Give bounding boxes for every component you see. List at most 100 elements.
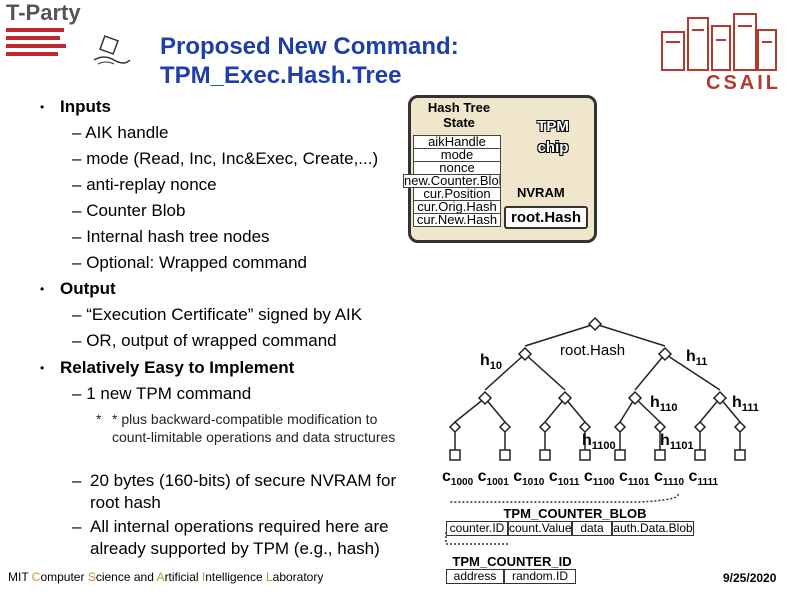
tparty-logo: T-Party xyxy=(4,0,131,70)
tree-node xyxy=(733,420,747,434)
input-item-text: Counter Blob xyxy=(86,201,186,220)
field-cur-position: cur.Position xyxy=(413,187,501,201)
field-aik-handle: aikHandle xyxy=(413,135,501,149)
leaf-square xyxy=(449,449,461,461)
field-cur-new-hash: cur.New.Hash xyxy=(413,213,501,227)
leaf-square xyxy=(499,449,511,461)
nvram-label: NVRAM xyxy=(517,185,565,200)
leaf-square xyxy=(734,449,746,461)
input-item-text: AIK handle xyxy=(85,123,169,142)
output-item-text: “Execution Certificate” signed by AIK xyxy=(86,305,363,324)
tree-node xyxy=(538,420,552,434)
easy-label: Relatively Easy to Implement xyxy=(60,358,295,377)
tree-node xyxy=(477,390,493,406)
tree-node xyxy=(653,420,667,434)
bullet-easy: •Relatively Easy to Implement xyxy=(40,358,295,377)
tree-node xyxy=(517,346,533,362)
title-line-1: Proposed New Command: xyxy=(160,33,459,60)
h1100-sub: 1100 xyxy=(591,440,616,453)
output-label: Output xyxy=(60,279,116,298)
input-item-text: mode (Read, Inc, Inc&Exec, Create,...) xyxy=(86,149,379,168)
leaf-label: c1011 xyxy=(548,468,580,489)
input-item: – anti-replay nonce xyxy=(72,175,217,194)
tree-node xyxy=(613,420,627,434)
output-item: – OR, output of wrapped command xyxy=(72,331,337,350)
leaf-square xyxy=(579,449,591,461)
easy-item: – 1 new TPM command xyxy=(72,384,252,403)
id-field: address xyxy=(446,569,504,584)
output-item: – “Execution Certificate” signed by AIK xyxy=(72,305,363,324)
field-new-counter-blob: new.Counter.Blob xyxy=(403,174,501,188)
leaf-label: c1001 xyxy=(477,468,509,489)
output-item-text: OR, output of wrapped command xyxy=(86,331,337,350)
tree-node xyxy=(448,420,462,434)
slide-date: 9/25/2020 xyxy=(723,571,777,585)
tree-node xyxy=(498,420,512,434)
blob-field: auth.Data.Blob xyxy=(612,521,694,536)
extra-item-text: 20 bytes (160-bits) of secure NVRAM for … xyxy=(90,471,397,512)
h11-label: h11 xyxy=(686,348,708,369)
leaf-labels-row: c1000 c1001 c1010 c1011 c1100 c1101 c111… xyxy=(442,468,718,488)
tree-node xyxy=(657,346,673,362)
blob-field: counter.ID xyxy=(446,521,508,536)
h1101-label: h1101 xyxy=(660,432,694,453)
tea-chest-icon xyxy=(93,35,131,65)
tree-node xyxy=(578,420,592,434)
slide-title: Proposed New Command: TPM_Exec.Hash.Tree xyxy=(160,32,459,90)
counter-blob-fields: counter.ID count.Value data auth.Data.Bl… xyxy=(446,521,694,536)
leaf-square xyxy=(654,449,666,461)
bullet-inputs: •Inputs xyxy=(40,97,111,116)
h1100-label: h1100 xyxy=(582,432,616,453)
logo-stripes xyxy=(6,28,66,56)
hash-tree-title: Hash Tree xyxy=(427,100,491,115)
leaf-square xyxy=(694,449,706,461)
h111-label: h111 xyxy=(732,394,759,415)
tree-node xyxy=(627,390,643,406)
input-item: – Counter Blob xyxy=(72,201,186,220)
leaf-label: c1101 xyxy=(618,468,650,489)
h10-sub: 10 xyxy=(489,360,503,373)
h11-sub: 11 xyxy=(695,356,708,369)
tree-node xyxy=(587,316,603,332)
tpm-chip-box: Hash Tree State aikHandle mode nonce new… xyxy=(403,95,597,243)
h111-sub: 111 xyxy=(741,402,759,415)
h10-label: h10 xyxy=(480,352,503,373)
input-item: – AIK handle xyxy=(72,123,169,142)
nvram-root-hash: root.Hash xyxy=(504,206,589,229)
input-item: – mode (Read, Inc, Inc&Exec, Create,...) xyxy=(72,149,379,168)
extra-item: – All internal operations required here … xyxy=(72,516,422,560)
title-line-2: TPM_Exec.Hash.Tree xyxy=(160,62,402,89)
tree-node xyxy=(712,390,728,406)
h1101-sub: 1101 xyxy=(669,440,694,453)
csail-text: CSAIL xyxy=(706,72,781,94)
counter-id-title: TPM_COUNTER_ID xyxy=(452,554,572,569)
input-item: – Optional: Wrapped command xyxy=(72,253,307,272)
easy-item-text: 1 new TPM command xyxy=(86,384,252,403)
tree-node xyxy=(693,420,707,434)
blob-field: data xyxy=(572,521,612,536)
inputs-label: Inputs xyxy=(60,97,111,116)
leaf-label: c1100 xyxy=(583,468,615,489)
chip-label: chip xyxy=(537,139,569,156)
input-item-text: anti-replay nonce xyxy=(86,175,217,194)
tree-node xyxy=(557,390,573,406)
hash-tree-state: State xyxy=(443,115,475,130)
field-mode: mode xyxy=(413,148,501,162)
counter-id-fields: address random.ID xyxy=(446,569,576,584)
h110-sub: 110 xyxy=(659,402,678,415)
leaf-square xyxy=(614,449,626,461)
note-body: * plus backward-compatible modification … xyxy=(112,411,396,445)
field-cur-orig-hash: cur.Orig.Hash xyxy=(413,200,501,214)
bullet-output: •Output xyxy=(40,279,116,298)
leaf-square xyxy=(539,449,551,461)
tpm-chip-label: TPM chip xyxy=(515,116,591,158)
leaf-label: c1010 xyxy=(513,468,545,489)
leaf-label: c1111 xyxy=(688,468,719,489)
hash-tree-diagram xyxy=(448,316,747,461)
tpm-label: TPM xyxy=(537,118,569,135)
field-nonce: nonce xyxy=(413,161,501,175)
leaf-label: c1000 xyxy=(442,468,474,489)
root-hash-label: root.Hash xyxy=(560,342,626,359)
leaf-label: c1110 xyxy=(654,468,685,489)
extra-item: – 20 bytes (160-bits) of secure NVRAM fo… xyxy=(72,470,422,514)
